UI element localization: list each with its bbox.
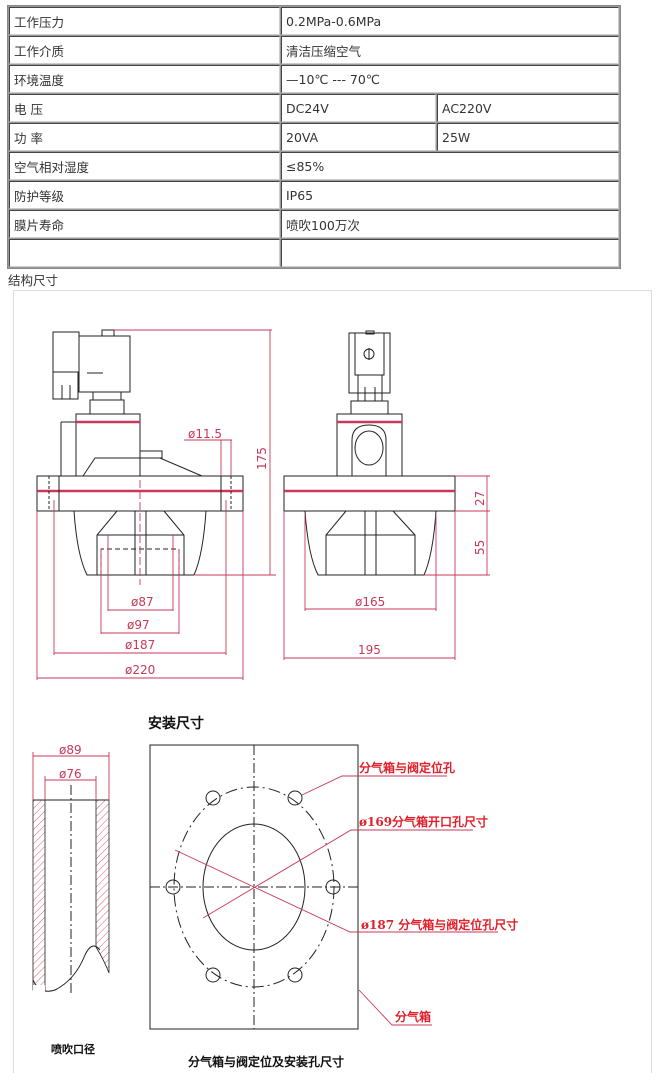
install-diagram: 分气箱与阀定位孔 ø169分气箱开口孔尺寸 ø187 分气箱与阀定位孔尺寸 分气… bbox=[149, 744, 518, 1069]
row-label: 空气相对湿度 bbox=[9, 152, 280, 180]
dim-27: 27 bbox=[473, 491, 487, 506]
row-value bbox=[281, 239, 619, 267]
row-value: AC220V bbox=[437, 94, 619, 122]
valve-side-view bbox=[283, 330, 456, 576]
side-view-dimensions: 27 55 ø165 195 bbox=[283, 475, 490, 660]
row-label: 防护等级 bbox=[9, 181, 280, 209]
dim-d89: ø89 bbox=[59, 743, 82, 757]
install-title: 安装尺寸 bbox=[148, 715, 204, 732]
dim-175: 175 bbox=[255, 447, 269, 470]
dim-d187: ø187 bbox=[125, 638, 155, 652]
dim-d97: ø97 bbox=[127, 618, 150, 632]
row-label: 电 压 bbox=[9, 94, 280, 122]
dim-195: 195 bbox=[358, 643, 381, 657]
dim-d220: ø220 bbox=[125, 663, 155, 677]
row-label: 工作压力 bbox=[9, 7, 280, 35]
row-value: 20VA bbox=[281, 123, 436, 151]
row-value: 喷吹100万次 bbox=[281, 210, 619, 238]
row-label: 环境温度 bbox=[9, 65, 280, 93]
install-caption: 分气箱与阀定位及安装孔尺寸 bbox=[188, 1054, 344, 1069]
label-opening-dim: ø169分气箱开口孔尺寸 bbox=[359, 814, 488, 829]
row-value: 清洁压缩空气 bbox=[281, 36, 619, 64]
row-label: 功 率 bbox=[9, 123, 280, 151]
dim-d76: ø76 bbox=[59, 767, 82, 781]
section-caption: 结构尺寸 bbox=[8, 273, 59, 288]
row-label bbox=[9, 239, 280, 267]
label-locating-dim: ø187 分气箱与阀定位孔尺寸 bbox=[361, 917, 518, 932]
label-locating-hole: 分气箱与阀定位孔 bbox=[359, 760, 455, 775]
table-row bbox=[9, 239, 619, 267]
valve-front-view bbox=[36, 329, 244, 585]
dim-d87: ø87 bbox=[131, 595, 154, 609]
drawing-frame bbox=[13, 290, 652, 1073]
table-row: 环境温度—10℃ --- 70℃ bbox=[9, 65, 619, 93]
row-value: 25W bbox=[437, 123, 619, 151]
table-row: 工作介质清洁压缩空气 bbox=[9, 36, 619, 64]
nozzle-caption: 喷吹口径 bbox=[51, 1042, 95, 1056]
row-value: 0.2MPa-0.6MPa bbox=[281, 7, 619, 35]
table-row: 膜片寿命喷吹100万次 bbox=[9, 210, 619, 238]
row-value: ≤85% bbox=[281, 152, 619, 180]
dim-d11-5: ø11.5 bbox=[188, 427, 222, 441]
table-row: 空气相对湿度≤85% bbox=[9, 152, 619, 180]
locating-holes bbox=[165, 790, 341, 983]
row-value: DC24V bbox=[281, 94, 436, 122]
front-view-dimensions: 175 ø11.5 ø87 ø97 ø187 ø220 bbox=[36, 329, 276, 680]
label-manifold: 分气箱 bbox=[395, 1009, 431, 1024]
row-value: —10℃ --- 70℃ bbox=[281, 65, 619, 93]
row-label: 工作介质 bbox=[9, 36, 280, 64]
row-label: 膜片寿命 bbox=[9, 210, 280, 238]
row-value: IP65 bbox=[281, 181, 619, 209]
nozzle-diagram: ø89 ø76 喷吹口径 bbox=[32, 743, 110, 1056]
dim-55: 55 bbox=[473, 540, 487, 555]
dim-d165: ø165 bbox=[355, 595, 385, 609]
